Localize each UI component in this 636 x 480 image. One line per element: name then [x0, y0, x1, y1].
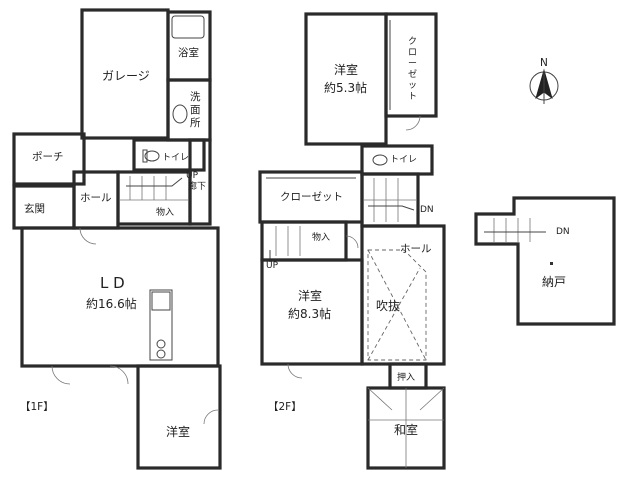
- void-cross: [367, 267, 421, 361]
- bathtub: [171, 15, 205, 39]
- ld-walls: [20, 226, 220, 368]
- label-closet-v-6: ト: [408, 92, 417, 102]
- kitchen-counter: [149, 289, 173, 361]
- tatami-line: [419, 387, 445, 411]
- attic: [474, 196, 616, 326]
- label-room-5-3: 洋室: [334, 62, 358, 77]
- label-closet-v-3: ー: [408, 59, 417, 69]
- washroom-walls: [166, 78, 212, 142]
- door-arc: [345, 235, 359, 249]
- label-ld-size: 約16.6帖: [86, 296, 137, 311]
- label-japanese-room: 和室: [394, 422, 418, 437]
- label-ld: L D: [100, 274, 125, 292]
- room-5-3-walls: [304, 12, 388, 146]
- label-up-1f: UP: [186, 171, 199, 181]
- door-arc: [79, 227, 97, 245]
- compass: [529, 68, 559, 104]
- label-north: N: [540, 57, 548, 69]
- stair-arrow: [368, 205, 415, 211]
- label-toilet-2f: トイレ: [390, 155, 417, 165]
- door-arc: [203, 409, 219, 425]
- label-dn-attic: DN: [556, 227, 570, 237]
- label-storage-1f: 物入: [156, 206, 174, 218]
- toilet-2f-fixture: [372, 154, 388, 166]
- label-closet-v-5: ッ: [408, 81, 417, 91]
- label-closet-v-2: ロ: [408, 48, 417, 58]
- toilet-1f-tank: [142, 149, 148, 163]
- hallway-walls: [188, 138, 212, 226]
- toilet-1f-fixture: [144, 150, 160, 162]
- label-hallway: 廊下: [188, 180, 206, 192]
- label-washroom-2: 面: [190, 104, 201, 116]
- label-dn-2f: DN: [420, 205, 434, 215]
- stove-burner: [156, 349, 166, 359]
- label-room-1f: 洋室: [166, 424, 190, 439]
- label-closet-v-1: ク: [408, 36, 417, 47]
- label-closet-2f: クローゼット: [280, 191, 343, 203]
- storage-2f-walls: [260, 220, 348, 262]
- label-room-8-3: 洋室: [298, 288, 322, 303]
- door-arc: [405, 115, 421, 131]
- void-outline: [367, 249, 427, 361]
- label-room-8-3-size: 約8.3帖: [288, 306, 331, 321]
- label-void: 吹抜: [376, 299, 400, 313]
- label-storage-2f: 物入: [312, 231, 330, 243]
- label-entrance: 玄関: [24, 202, 45, 215]
- label-hall-2f: ホール: [400, 243, 432, 255]
- stove-burner: [156, 339, 166, 349]
- label-storeroom: 納戸: [542, 275, 566, 289]
- room-1f-walls: [136, 364, 222, 470]
- stair-arrow: [126, 177, 183, 187]
- door-arc: [287, 363, 303, 379]
- toilet-1f-walls: [132, 138, 206, 172]
- label-washroom-1: 洗: [190, 91, 201, 103]
- label-toilet-1f: トイレ: [162, 153, 189, 163]
- label-hall-1f: ホール: [80, 192, 112, 204]
- label-oshiire: 押入: [397, 371, 415, 383]
- floor-2: [258, 12, 446, 470]
- door-arc: [51, 365, 71, 385]
- attic-walls: [474, 196, 616, 326]
- label-up-2f: UP: [266, 261, 279, 271]
- attic-marker: [550, 262, 553, 265]
- door-arc: [109, 365, 129, 385]
- label-porch: ポーチ: [32, 151, 64, 163]
- porch-walls: [12, 132, 86, 186]
- sink: [151, 291, 171, 311]
- label-floor-1: 【1F】: [20, 401, 54, 413]
- label-room-5-3-size: 約5.3帖: [324, 80, 367, 95]
- tatami-line: [367, 387, 393, 411]
- label-floor-2: 【2F】: [268, 401, 302, 413]
- label-washroom-3: 所: [190, 117, 201, 129]
- label-garage: ガレージ: [102, 69, 150, 83]
- closet-vertical-walls: [384, 12, 438, 118]
- label-closet-v-4: ゼ: [408, 68, 417, 80]
- floor-1: [12, 8, 222, 470]
- label-bath: 浴室: [178, 46, 199, 59]
- wash-basin: [172, 104, 188, 124]
